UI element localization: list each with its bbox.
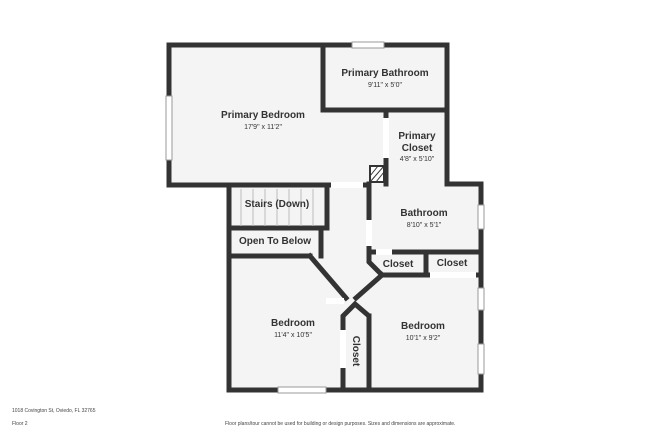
primary-bathroom-name: Primary Bathroom: [341, 68, 428, 79]
room-fills: [169, 45, 481, 390]
disclaimer-label: Floor plans/tour cannot be used for buil…: [225, 421, 456, 427]
floor-label: Floor 2: [12, 421, 28, 427]
bedroom-right-dims: 10'1" x 9'2": [406, 335, 441, 342]
primary-bedroom-dims: 17'9" x 11'2": [244, 124, 282, 131]
door-openings: [326, 118, 476, 368]
closet-right-name: Closet: [437, 258, 468, 269]
chase-marker: [369, 165, 385, 183]
stair-treads: [240, 189, 314, 226]
bedroom-left-name: Bedroom: [271, 318, 315, 329]
address-label: 1018 Covington St, Oviedo, FL 32765: [12, 408, 96, 414]
bedroom-right-name: Bedroom: [401, 321, 445, 332]
primary-closet-name-1: Primary: [398, 131, 436, 142]
stairs-name: Stairs (Down): [245, 199, 309, 210]
primary-bathroom-dims: 9'11" x 5'0": [368, 82, 402, 89]
bathroom-dims: 8'10" x 5'1": [407, 222, 442, 229]
closet-left-name: Closet: [383, 259, 414, 270]
open-to-below-name: Open To Below: [239, 236, 311, 247]
bedroom-left-dims: 11'4" x 10'5": [274, 332, 312, 339]
closet-vertical-name: Closet: [350, 336, 361, 367]
primary-bedroom-name: Primary Bedroom: [221, 110, 305, 121]
primary-closet-dims: 4'8" x 5'10": [400, 156, 435, 163]
windows: [165, 41, 485, 394]
bathroom-name: Bathroom: [400, 208, 447, 219]
primary-closet-name-2: Closet: [402, 143, 433, 154]
room-labels: Primary Bedroom 17'9" x 11'2" Primary Ba…: [221, 68, 468, 367]
